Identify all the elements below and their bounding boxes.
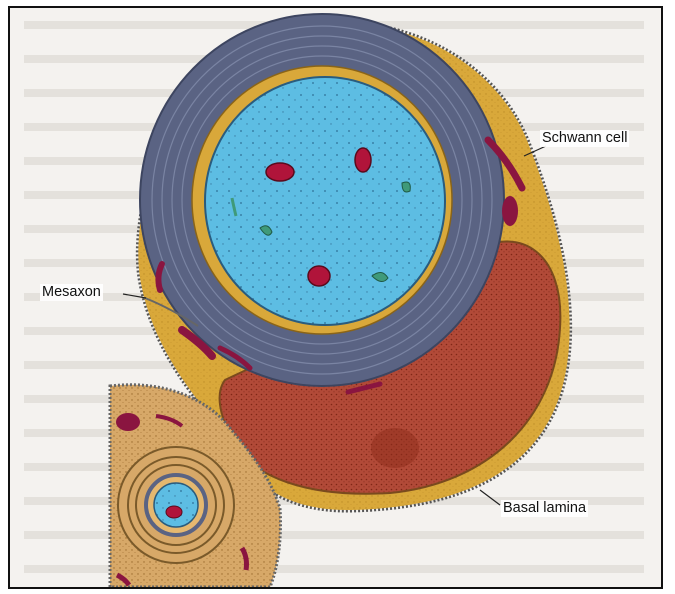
mitochondrion xyxy=(355,148,371,172)
mitochondrion xyxy=(266,163,294,181)
axon xyxy=(205,77,445,325)
small-axon xyxy=(154,483,198,527)
figure-frame: Schwann cell Mesaxon Basal lamina xyxy=(8,6,663,589)
mitochondrion xyxy=(308,266,330,286)
basal-lamina-label: Basal lamina xyxy=(501,500,588,517)
mesaxon-label: Mesaxon xyxy=(40,284,103,301)
er-fragment xyxy=(402,182,410,192)
schwann-cell-label: Schwann cell xyxy=(540,130,629,147)
